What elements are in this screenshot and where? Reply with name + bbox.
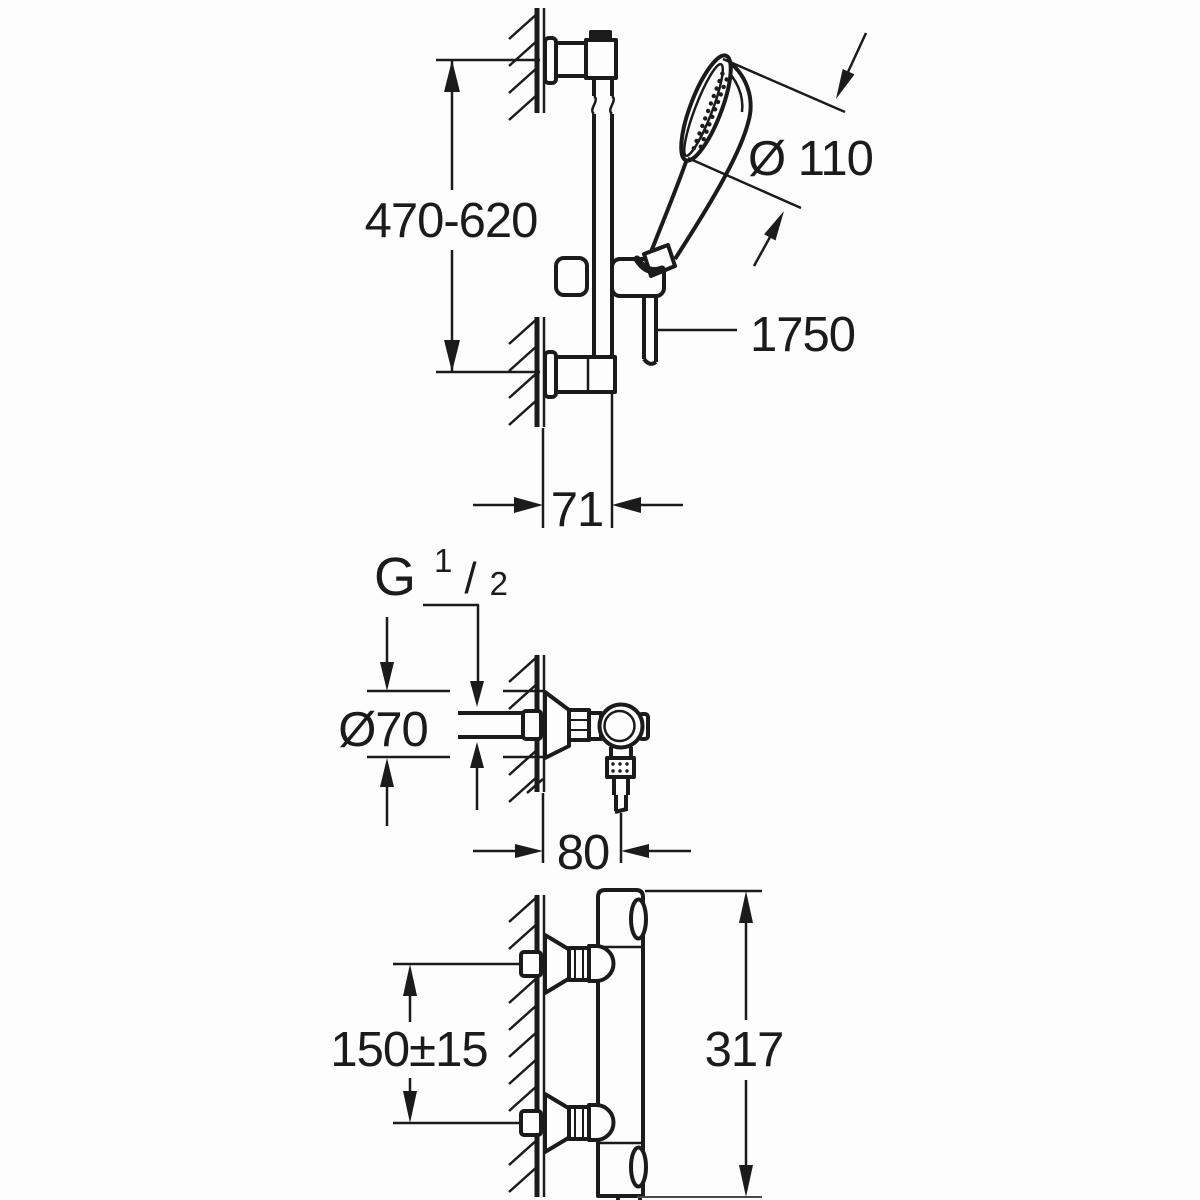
thread-numerator: 1: [434, 542, 451, 579]
rail-bracket-top: [543, 30, 618, 85]
dim-total-height: 317: [637, 889, 784, 1198]
dim-label-escutcheon-diameter: Ø70: [338, 703, 428, 757]
dim-label-thread-size: G 1 / 2: [374, 524, 507, 607]
wall-section-upper: [508, 8, 546, 121]
hand-shower: [633, 53, 753, 278]
dim-wall-to-outlet: 80: [473, 778, 691, 880]
dim-inlet-spacing: 150±15: [330, 962, 521, 1125]
dim-hose-length: 1750: [658, 308, 856, 362]
dim-escutcheon-diameter: Ø70: [338, 617, 543, 826]
thread-denominator: 2: [490, 565, 507, 602]
dim-head-diameter: Ø 110: [687, 32, 874, 267]
wall-section-bottom: [508, 895, 546, 1197]
thermostat-mixer-view: 150±15 317: [330, 888, 784, 1200]
thread-slash: /: [464, 554, 477, 603]
thread-letter: G: [374, 547, 415, 607]
temperature-handle-end: [629, 897, 648, 941]
dim-label-hose-length: 1750: [750, 308, 855, 362]
dim-thread-size: G 1 / 2: [374, 524, 508, 810]
dim-label-inlet-spacing: 150±15: [330, 1023, 487, 1077]
dim-label-wall-to-outlet: 80: [557, 826, 610, 880]
slider-holder: [554, 256, 666, 298]
union-escutcheon: [543, 690, 571, 760]
spray-face-nozzles: [691, 71, 729, 151]
inlet-union-top: [519, 933, 616, 995]
dim-label-head-diameter: Ø 110: [748, 132, 873, 186]
union-nut: [567, 708, 591, 742]
dim-rail-wall-offset: 71: [473, 394, 683, 537]
shower-hose: [642, 286, 658, 366]
valve-body: [587, 702, 650, 750]
shower-rail-set-view: 470-620 Ø 110 1750 71: [365, 8, 874, 537]
rail-bracket-bottom: [543, 350, 617, 399]
slide-bar: [591, 40, 615, 357]
valve-outlet: [605, 747, 636, 814]
mixer-body: [596, 888, 648, 1200]
supply-pipe: [458, 709, 543, 741]
dim-label-total-height: 317: [705, 1023, 784, 1077]
dim-rail-height: 470-620: [365, 58, 540, 374]
volume-handle-end: [629, 1145, 648, 1189]
wall-union-view: G 1 / 2 Ø70 80: [338, 524, 691, 880]
dim-label-rail-height: 470-620: [365, 194, 538, 248]
dim-label-rail-wall-offset: 71: [551, 483, 604, 537]
